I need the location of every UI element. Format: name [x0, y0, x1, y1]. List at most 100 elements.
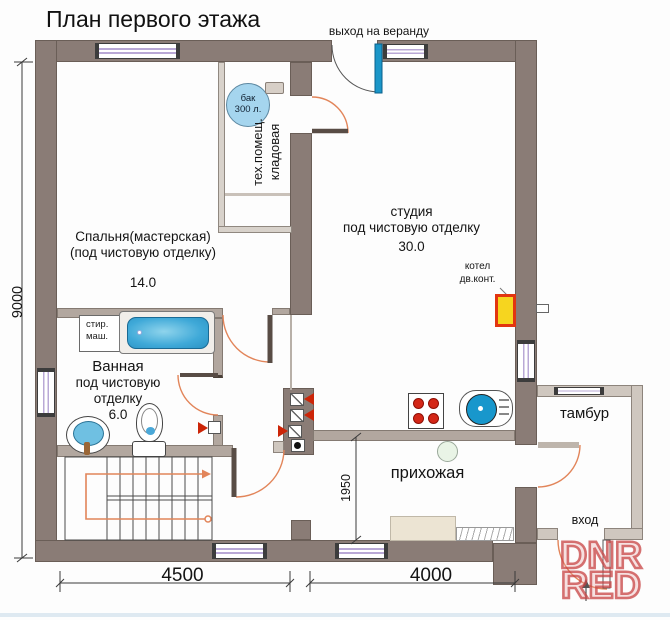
dim-bottom-4000: 4000 [409, 565, 453, 586]
boiler-pipe [536, 304, 549, 313]
bathroom-label: Ванная под чистовую отделку 6.0 [43, 358, 193, 422]
vestibule-wall-bottom-right [604, 528, 643, 540]
hallway-label: прихожая [390, 464, 465, 482]
staircase-steps [106, 457, 212, 540]
vestibule-wall-right [631, 385, 643, 540]
vent-shaft-3 [288, 425, 302, 438]
stove-burner [413, 398, 424, 409]
stove-burner [413, 413, 424, 424]
bathroom-label-line2: под чистовую [75, 375, 161, 391]
window-top-left [95, 43, 180, 59]
stair-arrow-start [204, 515, 212, 523]
bathtub-drain [137, 330, 142, 335]
tech-room-label: тех.помещ. кладовая [250, 102, 286, 202]
partition-tech-bottom [218, 226, 292, 233]
tech-shelf-line [225, 193, 290, 196]
partition-bedroom-bathroom-right [272, 308, 290, 315]
page-title: План первого этажа [46, 6, 261, 32]
vestibule-label: тамбур [559, 405, 610, 422]
watermark-line2: RED [560, 565, 643, 608]
open-boundary-line [290, 315, 292, 390]
wall-central-bottom-stub [291, 520, 311, 540]
chimney-dot [294, 442, 301, 449]
drainboard-line [499, 399, 509, 401]
cabinet [390, 516, 456, 541]
tank-label-line1: бак [240, 93, 256, 105]
drainboard-line [499, 406, 509, 408]
washer-label-line2: маш. [86, 330, 109, 342]
wall-right-lower [515, 487, 537, 543]
door-arc-bedroom [222, 314, 271, 363]
toilet-tank [132, 441, 166, 457]
wall-central-top [290, 62, 312, 96]
bathroom-area: 6.0 [108, 406, 128, 422]
window-vestibule [554, 387, 604, 395]
bathroom-label-line1: Ванная [92, 358, 144, 375]
kitchen-sink-drain [478, 406, 483, 411]
drainboard-line [499, 413, 509, 415]
tank-label-line2: 300 л. [234, 104, 262, 115]
bathtub-water [127, 317, 209, 349]
kitchen-sink-unit [459, 390, 513, 427]
studio-label-line1: студия [390, 204, 433, 219]
vent-stub-left [273, 441, 284, 453]
vent-shaft-2 [290, 409, 304, 422]
wall-bottom-right-corner [493, 543, 537, 585]
boiler-label: котел дв.конт. [445, 261, 510, 286]
stove-burner [428, 398, 439, 409]
bedroom-label: Спальня(мастерская) (под чистовую отделк… [40, 229, 246, 292]
stove-burner [428, 413, 439, 424]
wall-top-left [35, 40, 332, 62]
window-left [37, 368, 55, 417]
dim-height-9000: 9000 [10, 285, 26, 319]
vent-marker-1 [304, 393, 314, 405]
vent-shaft-1 [290, 393, 304, 406]
shelf [265, 82, 284, 94]
boiler [495, 294, 516, 327]
vent-marker-2 [304, 409, 314, 421]
door-arc-stairhall [235, 449, 285, 498]
wall-left [35, 40, 57, 562]
wall-central-mid [290, 133, 312, 315]
bathroom-label-line3: отделку [93, 391, 143, 407]
partition-kitchen-hallway [313, 430, 515, 441]
door-arc-vestibule [537, 444, 581, 488]
door-arc-techroom [311, 96, 349, 134]
bedroom-area: 14.0 [129, 275, 157, 291]
window-right [517, 340, 535, 382]
bedroom-label-line2: (под чистовую отделку) [69, 245, 217, 261]
entrance-label: вход [571, 513, 599, 527]
toilet-water [146, 427, 155, 435]
washbasin-tap [84, 442, 90, 455]
vestibule-wall-bottom-left [537, 528, 558, 540]
round-table [437, 441, 458, 462]
staircase-outline [64, 456, 213, 541]
site-watermark: DNR RED [549, 535, 653, 608]
window-top-right [383, 44, 428, 59]
doormat [456, 527, 514, 541]
tech-room-label-line2: кладовая [266, 123, 282, 181]
studio-area: 30.0 [398, 239, 425, 255]
water-tank: бак 300 л. [226, 83, 270, 127]
dim-hallway-1950: 1950 [339, 474, 353, 502]
stove [408, 393, 444, 429]
partition-tech-left [218, 62, 225, 233]
studio-label-line2: под чистовую отделку [342, 220, 481, 236]
tech-room-label-line1: тех.помещ. [250, 118, 265, 186]
door-arc-veranda [331, 44, 380, 93]
window-bottom-right [335, 543, 388, 559]
bath-vent-box [208, 421, 221, 434]
stair-direction-arrow [85, 473, 208, 520]
stair-arrow-head [202, 469, 211, 479]
bottom-edge-strip [0, 613, 670, 617]
studio-label: студия под чистовую отделку 30.0 [299, 204, 524, 256]
dim-bottom-4500: 4500 [161, 565, 204, 586]
washer-label-line1: стир. [86, 319, 109, 330]
window-bottom-left [212, 543, 267, 559]
bedroom-label-line1: Спальня(мастерская) [75, 229, 211, 244]
boiler-label-line2: дв.конт. [459, 273, 496, 285]
boiler-label-line1: котел [464, 261, 491, 272]
vent-marker-3 [278, 425, 288, 437]
veranda-exit-label: выход на веранду [328, 24, 430, 38]
